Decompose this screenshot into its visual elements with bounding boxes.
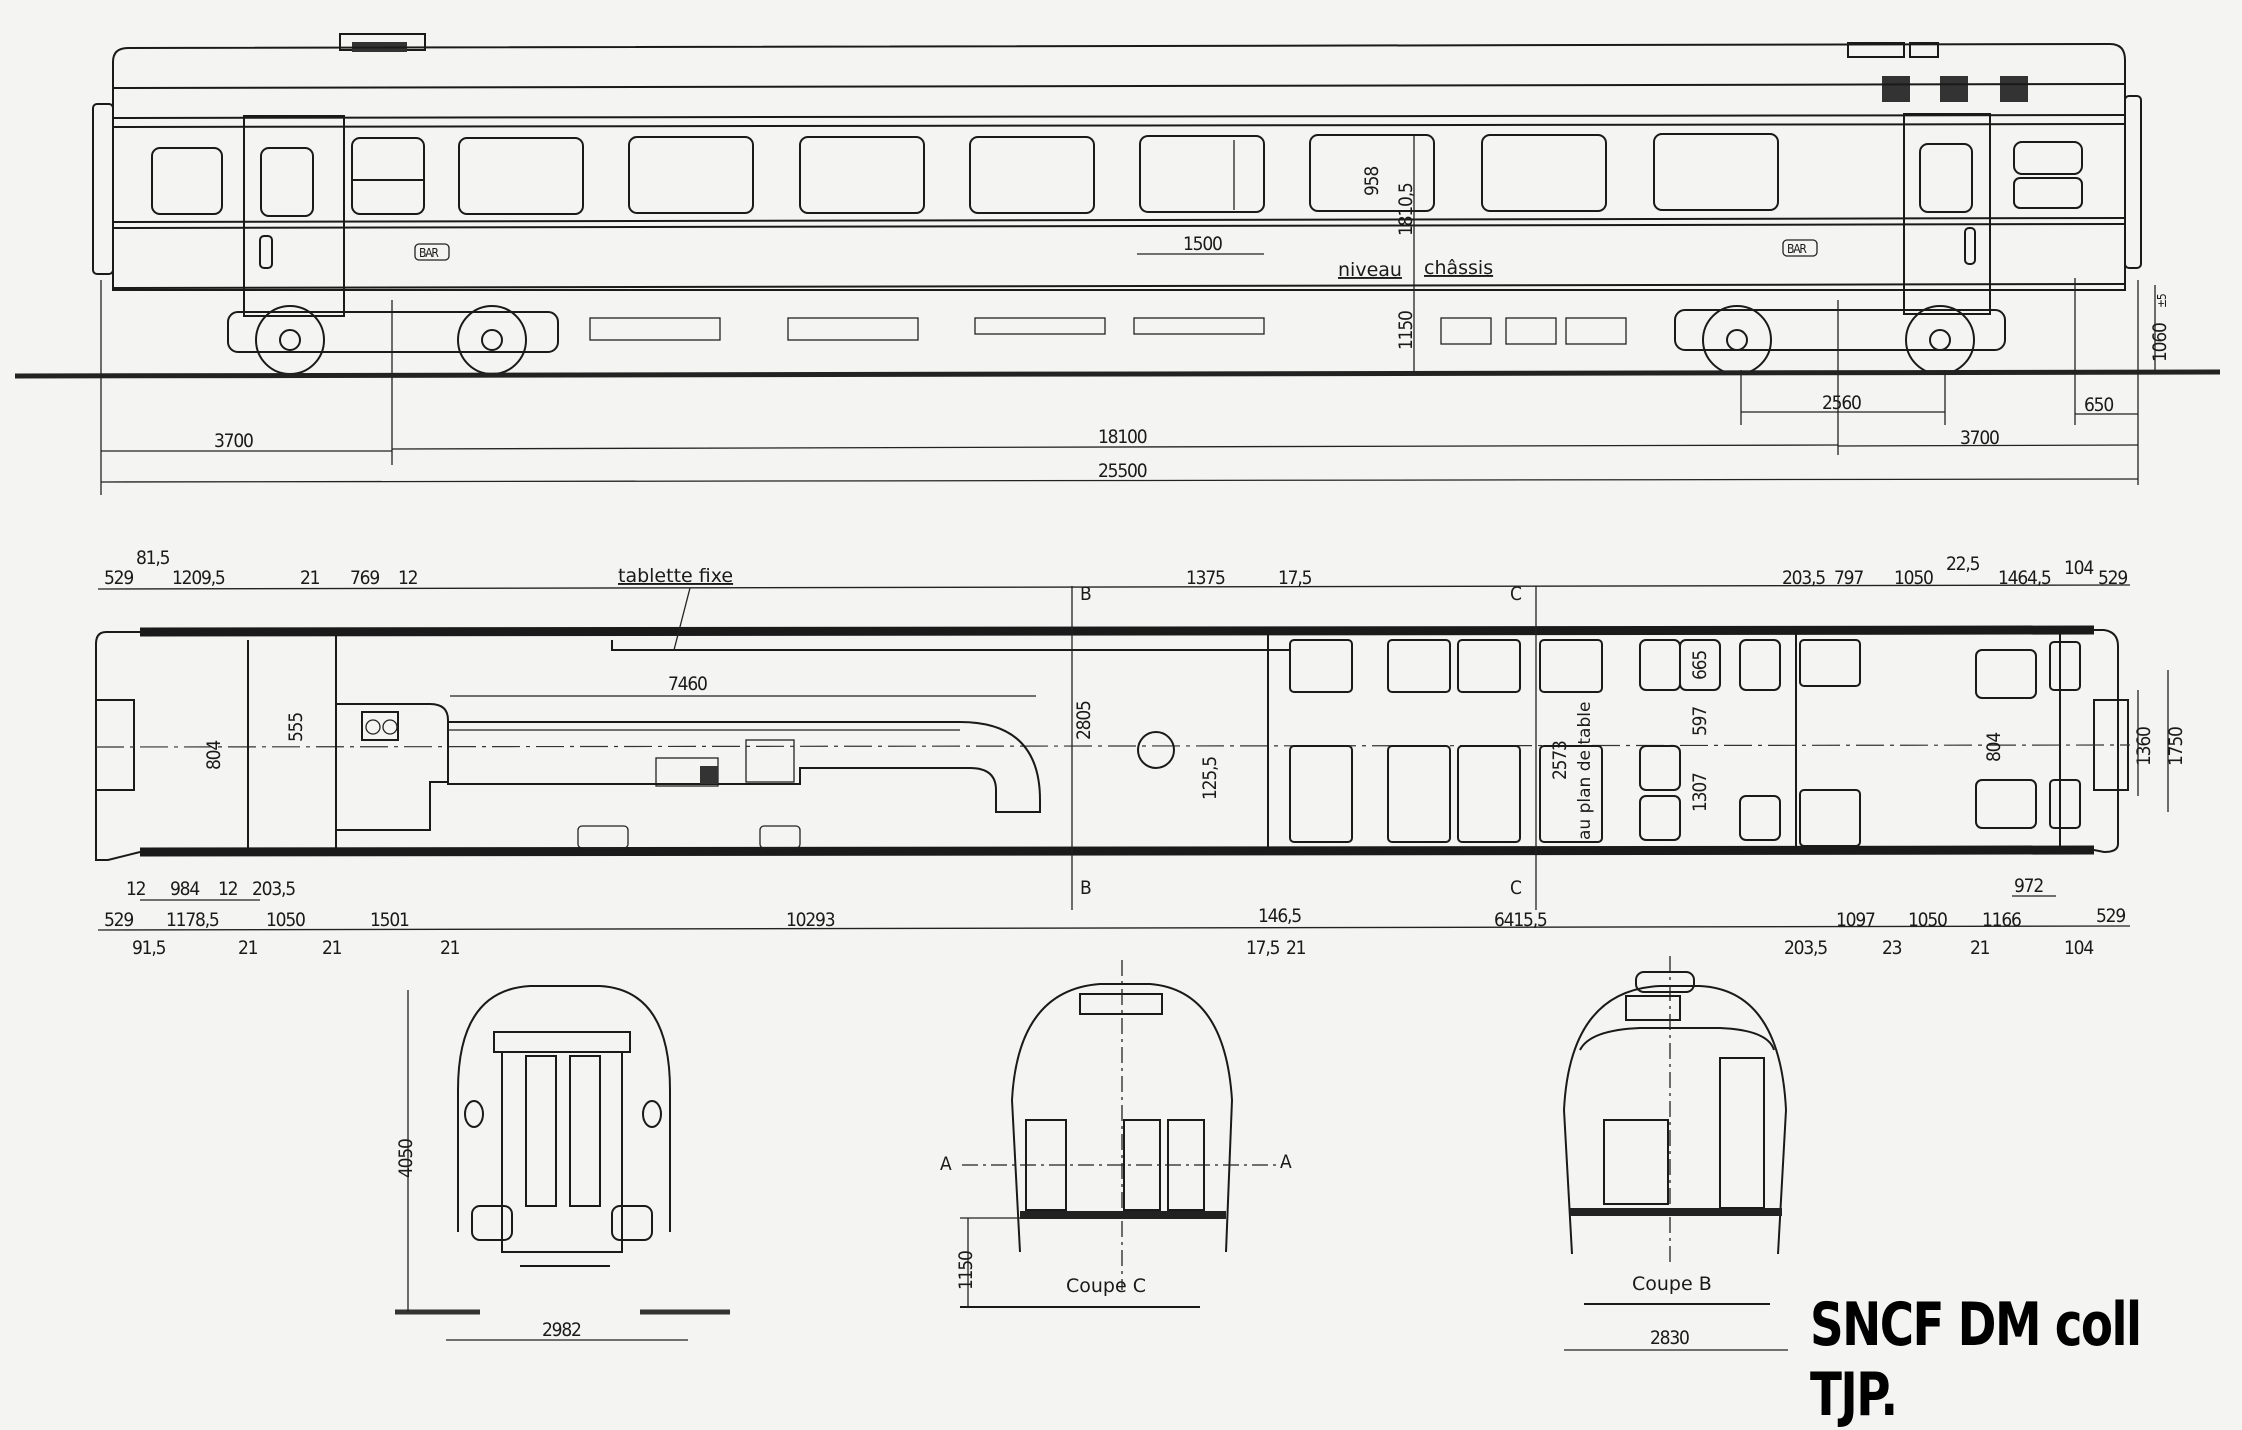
dim-b2-1166: 1166 — [1982, 909, 2021, 931]
dim-b3-91-5: 91,5 — [132, 937, 166, 959]
section-marker-c-bottom: C — [1510, 877, 1522, 899]
plan-view: B B C C tablette fixe 529 81,5 1209,5 21… — [95, 547, 2187, 959]
dim-top-203-5: 203,5 — [1782, 567, 1825, 589]
dim-804-right: 804 — [1983, 733, 2005, 762]
section-b-title: Coupe B — [1632, 1273, 1712, 1295]
dim-top-1050: 1050 — [1894, 567, 1933, 589]
dim-b2-529-right: 529 — [2096, 905, 2125, 927]
dim-1750: 1750 — [2165, 727, 2187, 766]
dim-buffer-height: 1060 — [2149, 323, 2171, 362]
credit-label: SNCF DM coll TJP. — [1810, 1290, 2142, 1430]
dim-b2-1050-left: 1050 — [266, 909, 305, 931]
dim-top-22-5: 22,5 — [1946, 553, 1980, 575]
dim-top-12: 12 — [398, 567, 418, 589]
dim-window-width: 1500 — [1183, 233, 1222, 255]
dim-buffer-tolerance: ±5 — [2155, 294, 2169, 308]
dim-b1-984: 984 — [170, 878, 199, 900]
dim-overhang-left: 3700 — [214, 430, 253, 452]
dim-top-81-5: 81,5 — [136, 547, 170, 569]
dim-804-left: 804 — [203, 741, 225, 770]
dim-125-5: 125,5 — [1199, 757, 1221, 800]
dim-b3-21d: 21 — [1286, 937, 1306, 959]
section-marker-a-right: A — [1280, 1151, 1292, 1173]
label-au-plan-de-table: au plan de table — [1575, 702, 1595, 840]
dim-top-1375: 1375 — [1186, 567, 1225, 589]
label-niveau: niveau — [1338, 259, 1402, 281]
dim-top-769: 769 — [350, 567, 379, 589]
dim-972: 972 — [2014, 875, 2043, 897]
dim-floor-height: 1150 — [1395, 311, 1417, 350]
dim-counter-length: 7460 — [668, 673, 707, 695]
dim-b2-1501: 1501 — [370, 909, 409, 931]
dim-b1-203-5: 203,5 — [252, 878, 295, 900]
dim-b1-12b: 12 — [218, 878, 238, 900]
section-marker-c-top: C — [1510, 583, 1522, 605]
section-c-title: Coupe C — [1066, 1275, 1146, 1297]
dim-section-b-width: 2830 — [1650, 1327, 1689, 1349]
dim-bogie-centers: 18100 — [1098, 426, 1147, 448]
dim-b2-6415-5: 6415,5 — [1494, 909, 1547, 931]
dim-end-height: 4050 — [395, 1139, 417, 1178]
dim-b3-21a: 21 — [238, 937, 258, 959]
dim-window-height: 958 — [1361, 167, 1383, 196]
dim-1360: 1360 — [2133, 727, 2155, 766]
dim-555: 555 — [285, 713, 307, 742]
dim-top-104: 104 — [2064, 557, 2093, 579]
bar-badge-left: BAR — [419, 246, 439, 260]
dim-b2-1178-5: 1178,5 — [166, 909, 219, 931]
dim-top-21: 21 — [300, 567, 320, 589]
dim-end-width: 2982 — [542, 1319, 581, 1341]
dim-2805: 2805 — [1073, 701, 1095, 740]
dim-top-17-5: 17,5 — [1278, 567, 1312, 589]
dim-b2-1097: 1097 — [1836, 909, 1875, 931]
section-marker-b-top: B — [1080, 583, 1091, 605]
dim-b2-146-5: 146,5 — [1258, 905, 1301, 927]
label-tablette-fixe: tablette fixe — [618, 565, 733, 587]
dim-b2-10293: 10293 — [786, 909, 835, 931]
dim-top-529-left: 529 — [104, 567, 133, 589]
dim-597: 597 — [1689, 707, 1711, 736]
dim-b3-203-5: 203,5 — [1784, 937, 1827, 959]
dim-b2-1050-right: 1050 — [1908, 909, 1947, 931]
dim-b3-21b: 21 — [322, 937, 342, 959]
section-marker-b-bottom: B — [1080, 877, 1091, 899]
label-chassis: châssis — [1424, 257, 1493, 279]
section-b: Coupe B 2830 — [1562, 956, 1788, 1351]
dim-2573: 2573 — [1549, 741, 1571, 780]
railcar-technical-drawing: BAR BAR — [14, 33, 2221, 1351]
dim-b1-12: 12 — [126, 878, 146, 900]
dim-bogie-wheelbase: 2560 — [1822, 392, 1861, 414]
dim-top-1464-5: 1464,5 — [1998, 567, 2051, 589]
end-view: 4050 2982 — [395, 985, 730, 1341]
dim-floor-to-window-top: 1810,5 — [1395, 183, 1417, 236]
dim-b3-17-5: 17,5 — [1246, 937, 1280, 959]
dim-top-1209-5: 1209,5 — [172, 567, 225, 589]
dim-buffer-length: 650 — [2084, 394, 2113, 416]
dim-1307: 1307 — [1689, 773, 1711, 812]
dim-665: 665 — [1689, 651, 1711, 680]
side-elevation: BAR BAR — [14, 33, 2221, 495]
dim-length-over-buffers: 25500 — [1098, 460, 1147, 482]
dim-section-c-floor-height: 1150 — [955, 1251, 977, 1290]
dim-b3-23: 23 — [1882, 937, 1902, 959]
dim-b2-529-left: 529 — [104, 909, 133, 931]
dim-b3-21e: 21 — [1970, 937, 1990, 959]
bar-badge-right: BAR — [1787, 242, 1807, 256]
dim-top-797: 797 — [1834, 567, 1863, 589]
section-c: A A 1150 Coupe C — [940, 960, 1293, 1308]
dim-b3-104: 104 — [2064, 937, 2093, 959]
dim-overhang-right: 3700 — [1960, 427, 1999, 449]
dim-top-529-right: 529 — [2098, 567, 2127, 589]
section-marker-a-left: A — [940, 1153, 952, 1175]
dim-b3-21c: 21 — [440, 937, 460, 959]
